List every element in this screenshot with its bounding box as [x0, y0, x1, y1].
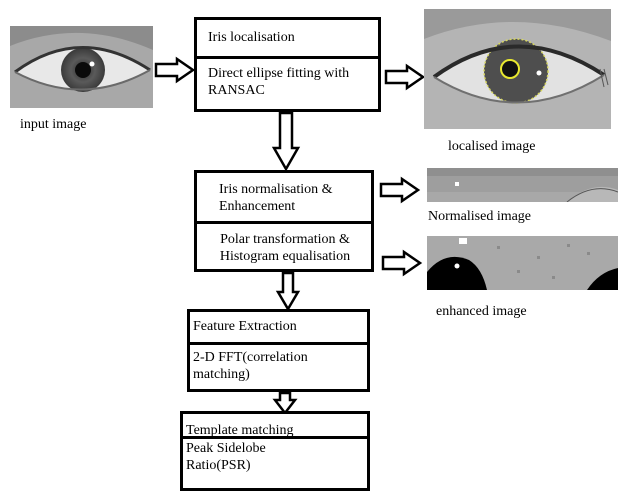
localised-eye-image — [424, 9, 611, 129]
ellipse-fitting-detail: Direct ellipse fitting with RANSAC — [197, 65, 378, 99]
right-arrow-icon — [382, 251, 422, 275]
right-arrow-icon — [380, 178, 420, 202]
divider — [197, 221, 371, 224]
iris-localisation-title: Iris localisation — [197, 29, 378, 46]
feature-extraction-box: Feature Extraction 2-D FFT(correlation m… — [187, 309, 370, 392]
divider — [183, 436, 367, 439]
iris-normalisation-title: Iris normalisation & Enhancement — [197, 181, 371, 215]
feature-extraction-title: Feature Extraction — [190, 318, 367, 335]
polar-transformation-detail: Polar transformation & Histogram equalis… — [197, 231, 371, 265]
iris-localisation-box: Iris localisation Direct ellipse fitting… — [194, 17, 381, 112]
right-arrow-icon — [385, 65, 425, 89]
enhanced-image-caption: enhanced image — [436, 304, 527, 320]
localised-image-caption: localised image — [448, 139, 535, 155]
down-arrow-icon — [277, 272, 299, 310]
right-arrow-icon — [155, 58, 195, 82]
input-image-caption: input image — [20, 117, 87, 133]
input-eye-image — [10, 26, 153, 108]
normalised-iris-image — [427, 168, 618, 202]
divider — [197, 56, 378, 59]
iris-normalisation-box: Iris normalisation & Enhancement Polar t… — [194, 170, 374, 272]
down-arrow-icon — [273, 112, 299, 170]
psr-detail: Peak Sidelobe Ratio(PSR) — [183, 440, 367, 474]
fft-detail: 2-D FFT(correlation matching) — [190, 349, 367, 383]
enhanced-iris-image — [427, 236, 618, 290]
divider — [190, 342, 367, 345]
normalised-image-caption: Normalised image — [428, 209, 531, 225]
template-matching-box: Template matching Peak Sidelobe Ratio(PS… — [180, 411, 370, 491]
